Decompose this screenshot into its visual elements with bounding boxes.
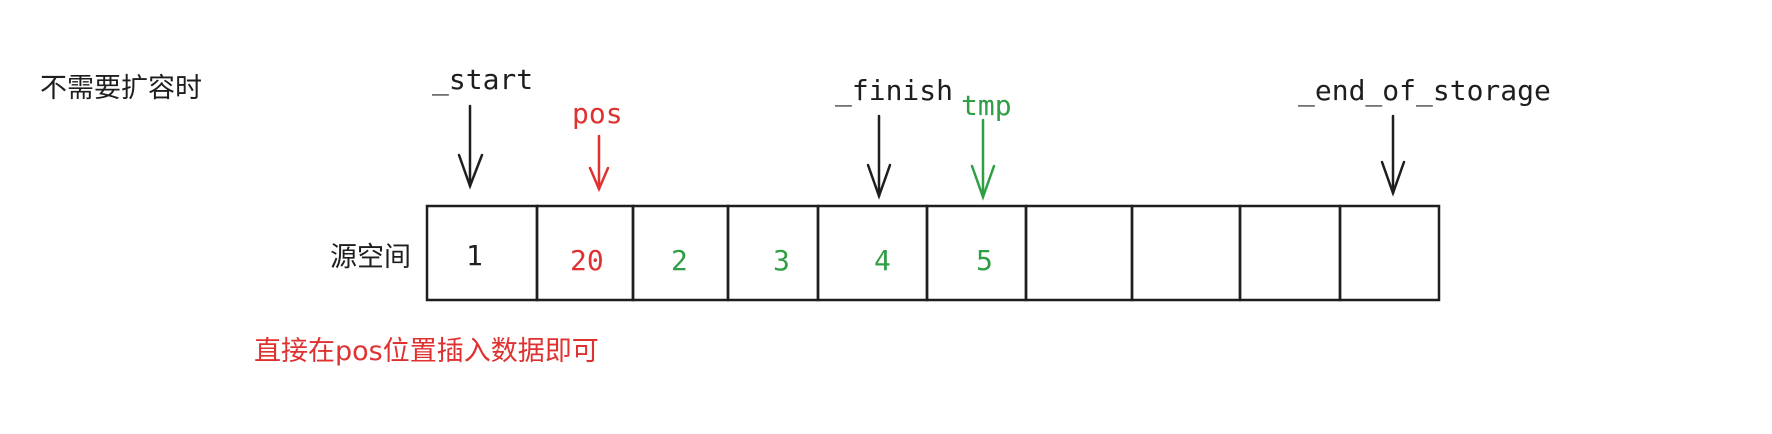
array-cell-1 [535,204,635,302]
arrow-pos [588,134,610,193]
pointer-label-tmp: tmp [961,89,1012,122]
array-cells [425,204,1441,302]
array-cell-8 [1238,204,1342,302]
cell-value-5: 5 [976,244,993,277]
array-cell-6 [1024,204,1134,302]
pointer-label-finish: _finish [835,74,954,107]
cell-value-3: 3 [773,244,790,277]
array-cell-4 [816,204,929,302]
arrow-end-of-storage [1380,114,1406,197]
cell-value-2: 2 [671,244,688,277]
pointer-label-end-of-storage: _end_of_storage [1298,74,1551,107]
arrow-tmp [970,118,996,201]
pointer-label-start: _start [432,63,534,96]
arrow-finish [866,114,892,200]
array-cell-5 [925,204,1028,302]
cell-value-0: 1 [466,239,483,272]
cell-value-1: 20 [570,244,604,277]
diagram-title: 不需要扩容时 [40,73,202,104]
array-cell-9 [1338,204,1441,302]
array-cell-2 [631,204,730,302]
cell-value-4: 4 [874,244,891,277]
note-text: 直接在pos位置插入数据即可 [254,336,599,367]
arrow-start [457,104,484,190]
row-label: 源空间 [330,242,411,273]
array-cell-0 [425,204,539,302]
array-cell-7 [1130,204,1242,302]
pointer-label-pos: pos [572,97,623,130]
array-cell-3 [726,204,820,302]
